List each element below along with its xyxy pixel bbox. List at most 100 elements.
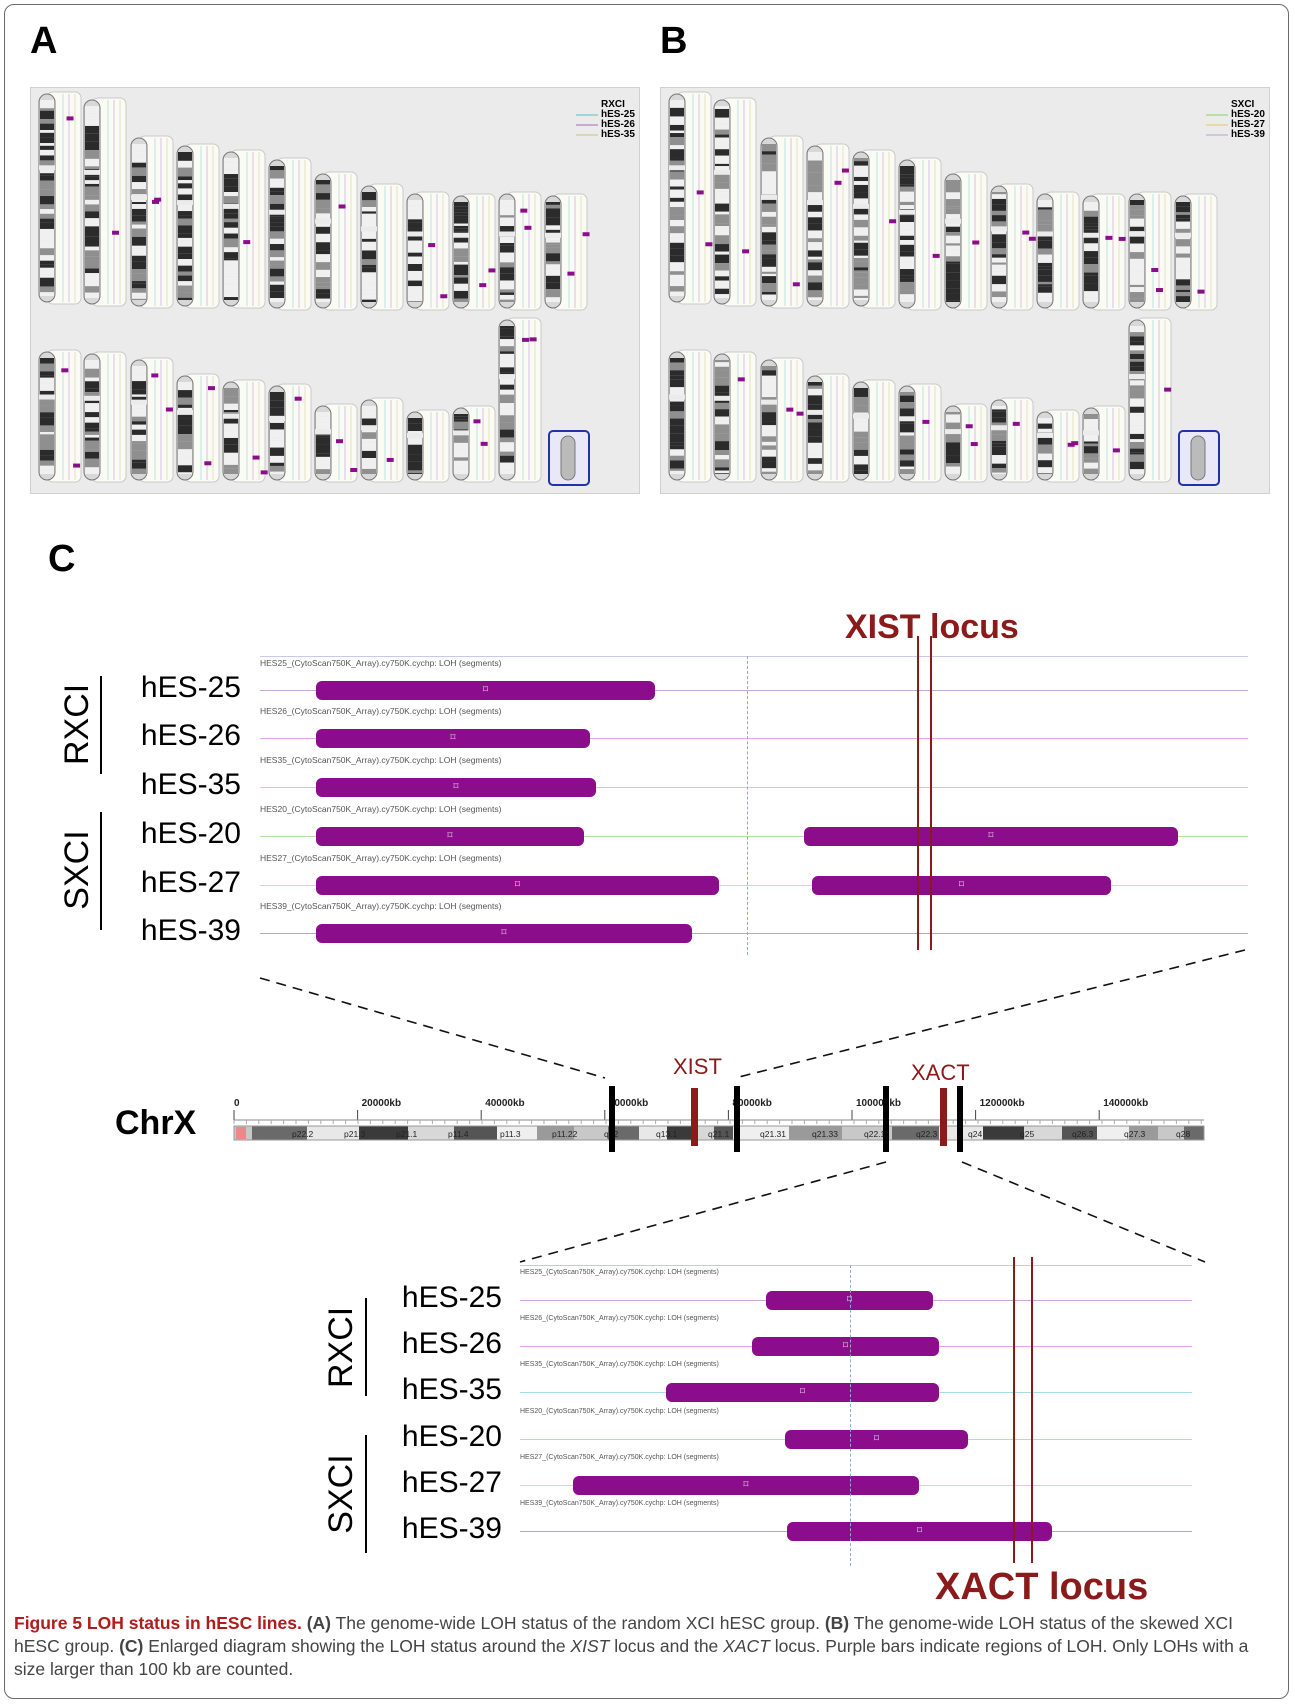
chromosome-band	[1176, 262, 1190, 272]
track-label: hES-35	[140, 768, 241, 801]
chromosome-band	[715, 251, 729, 255]
chromosome-band	[854, 442, 868, 450]
chromosome-band	[362, 432, 376, 439]
chromosome-band	[85, 256, 99, 261]
chromosome-band	[1130, 366, 1144, 372]
centromere	[1037, 432, 1053, 438]
zoom-connector	[519, 1161, 887, 1263]
chromosome-band	[454, 261, 468, 265]
chromosome-band	[992, 427, 1006, 435]
chromosome-band	[454, 256, 468, 262]
chromosome-band	[670, 179, 684, 185]
chromosome-band	[408, 200, 422, 206]
chromosome-band	[316, 437, 330, 445]
chromosome-band	[40, 397, 54, 406]
loh-mark	[932, 253, 940, 258]
chromosome-band	[854, 261, 868, 268]
band-label: q13.1	[656, 1129, 678, 1139]
chromosome-band	[500, 236, 514, 243]
chromosome-band	[900, 460, 914, 467]
chromosome-band	[715, 106, 729, 109]
chromosome-band	[270, 260, 284, 265]
chromosome-band	[40, 371, 54, 376]
loh-mark	[696, 190, 704, 195]
chromosome-band	[132, 156, 146, 163]
chromosome-band	[715, 223, 729, 227]
chromosome-band	[762, 461, 776, 469]
chromosome-band	[762, 224, 776, 227]
chromosome-band	[40, 294, 54, 296]
chrx-band	[789, 1126, 842, 1140]
chromosome-band	[854, 270, 868, 273]
chromosome-band	[500, 437, 514, 443]
chromosome-band	[762, 254, 776, 259]
legend-b: SXCI hES-20 hES-27 hES-39	[1206, 100, 1265, 140]
chromosome-band	[40, 132, 54, 138]
chromosome-band	[1130, 200, 1144, 206]
chromosome-band	[132, 283, 146, 289]
rxci-group-label-2: RXCI	[322, 1306, 360, 1388]
centromere	[807, 200, 823, 206]
chromosome-band	[992, 248, 1006, 255]
chromosome-band	[1038, 220, 1052, 225]
chromosome-band	[1130, 361, 1144, 367]
chromosome-band	[670, 215, 684, 218]
chromosome-band	[178, 225, 192, 234]
chromosome-band	[270, 216, 284, 219]
chromosome-band	[1038, 460, 1052, 468]
chromosome-band	[992, 434, 1006, 441]
chromosome-band	[224, 260, 238, 266]
chromosome-band	[454, 416, 468, 420]
chromosome-band	[1130, 385, 1144, 390]
karyogram-a	[38, 91, 590, 486]
track-line	[260, 738, 1248, 739]
chromosome-band	[500, 378, 514, 385]
chromosome-band	[408, 470, 422, 474]
chromosome-band	[270, 276, 284, 282]
legend-a-title: RXCI	[601, 99, 625, 110]
chromosome-band	[316, 293, 330, 299]
chromosome-band	[1038, 437, 1052, 445]
chromosome-band	[854, 198, 868, 208]
chromosome-band	[670, 411, 684, 419]
track-label: hES-20	[401, 1420, 502, 1453]
chromosome-band	[85, 116, 99, 120]
chromosome-band	[992, 221, 1006, 228]
chromosome-band	[715, 108, 729, 118]
chromosome-band	[178, 253, 192, 260]
centromere	[39, 394, 55, 400]
chromosome-band	[715, 402, 729, 410]
chromosome-band	[1176, 218, 1190, 222]
chromosome-band	[762, 436, 776, 442]
chrx-band	[667, 1126, 692, 1140]
chromosome-band	[670, 375, 684, 380]
centromere	[991, 425, 1007, 431]
chromosome-band	[992, 215, 1006, 222]
chromosome-band	[132, 396, 146, 401]
chromosome-band	[762, 445, 776, 450]
chromosome-band	[900, 215, 914, 223]
chrY-body	[560, 435, 576, 481]
chromosome-band	[132, 221, 146, 225]
chrx-band	[1129, 1126, 1158, 1140]
chromosome-band	[316, 282, 330, 287]
chromosome-band	[85, 440, 99, 450]
chromosome-band	[85, 388, 99, 393]
chromosome-band	[454, 434, 468, 443]
chromosome-band	[316, 254, 330, 263]
chromosome-band	[546, 261, 560, 265]
track-caption: HES25_(CytoScan750K_Array).cy750K.cychp:…	[520, 1269, 719, 1276]
chromosome-band	[854, 242, 868, 250]
loh-mark	[207, 386, 215, 391]
caption-xact: XACT	[723, 1636, 770, 1656]
chromosome-band	[132, 421, 146, 425]
chromosome-band	[715, 117, 729, 124]
chromosome-band	[270, 437, 284, 441]
chromosome-band	[178, 194, 192, 203]
loh-mark	[737, 377, 745, 382]
track-label: hES-35	[401, 1373, 502, 1406]
chromosome-band	[946, 412, 960, 415]
chromosome-band	[670, 362, 684, 371]
chromosome-band	[992, 440, 1006, 444]
chromosome-band	[85, 106, 99, 114]
